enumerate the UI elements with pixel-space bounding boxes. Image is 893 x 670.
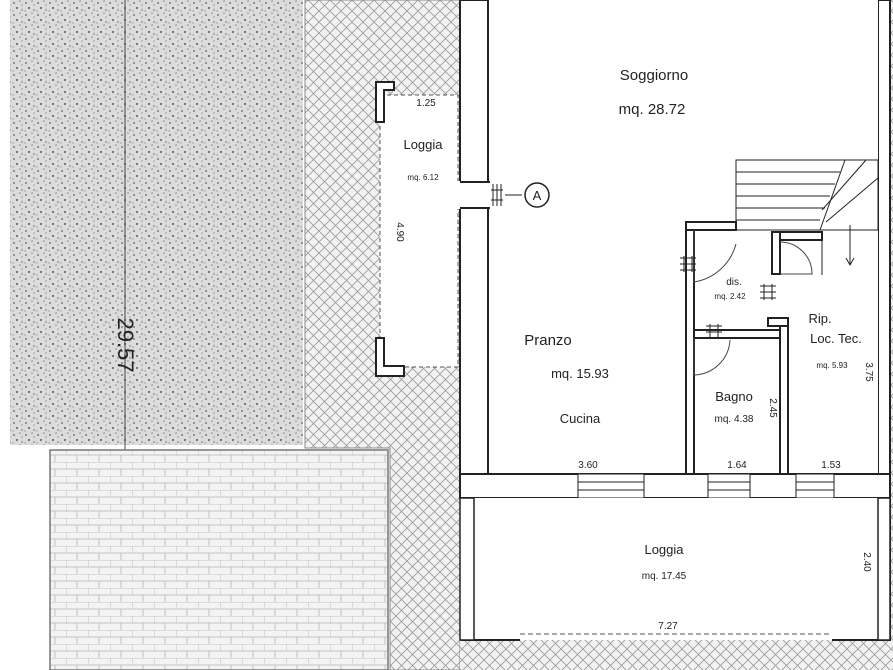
side-loggia-post-top (375, 81, 395, 123)
rip-name: Rip. (808, 311, 831, 326)
soggiorno-name: Soggiorno (620, 67, 688, 84)
bagno-area: mq. 4.38 (715, 414, 754, 425)
cucina-name: Cucina (560, 411, 601, 426)
staircase (735, 159, 879, 275)
bagno-depth: 2.45 (767, 398, 778, 418)
main-loggia-depth: 2.40 (861, 552, 872, 572)
radiator-west-icon (491, 184, 503, 206)
side-loggia-area: mq. 6.12 (407, 173, 439, 182)
main-loggia-post-right (877, 497, 891, 641)
door-swings (693, 230, 813, 376)
bagno-width: 1.64 (727, 460, 747, 471)
dis-area: mq. 2.42 (714, 292, 746, 301)
rip-depth: 3.75 (863, 362, 874, 382)
main-loggia-name: Loggia (644, 542, 684, 557)
lot-length-label: 29.57 (113, 317, 138, 372)
radiator-interior-icons (680, 256, 776, 338)
side-loggia-outline (379, 94, 459, 368)
soggiorno-area: mq. 28.72 (619, 101, 686, 118)
rip-name-2: Loc. Tec. (810, 331, 862, 346)
side-loggia-post-bottom (375, 337, 405, 377)
rip-width: 1.53 (821, 460, 841, 471)
wall-west (459, 0, 489, 499)
main-loggia-outline (462, 498, 890, 640)
dis-name: dis. (726, 277, 742, 288)
west-window-opening (457, 181, 491, 209)
pranzo-width: 3.60 (578, 460, 598, 471)
south-windows (577, 473, 835, 499)
main-loggia-length: 7.27 (658, 621, 678, 632)
rip-area: mq. 5.93 (816, 361, 848, 370)
garden-gravel-area (10, 0, 303, 445)
section-marker-label: A (533, 188, 542, 203)
bagno-name: Bagno (715, 389, 753, 404)
main-loggia-area: mq. 17.45 (642, 571, 687, 582)
side-loggia-width: 1.25 (416, 98, 436, 109)
pranzo-area: mq. 15.93 (551, 366, 609, 381)
main-loggia-post-left (459, 497, 475, 641)
side-loggia-length: 4.90 (394, 222, 405, 242)
wall-east (877, 0, 891, 499)
section-marker (524, 182, 550, 208)
side-loggia-name: Loggia (403, 137, 443, 152)
pranzo-name: Pranzo (524, 332, 572, 349)
paved-terrace (49, 449, 389, 670)
cross-hatched-pavement-bottom (460, 640, 893, 670)
